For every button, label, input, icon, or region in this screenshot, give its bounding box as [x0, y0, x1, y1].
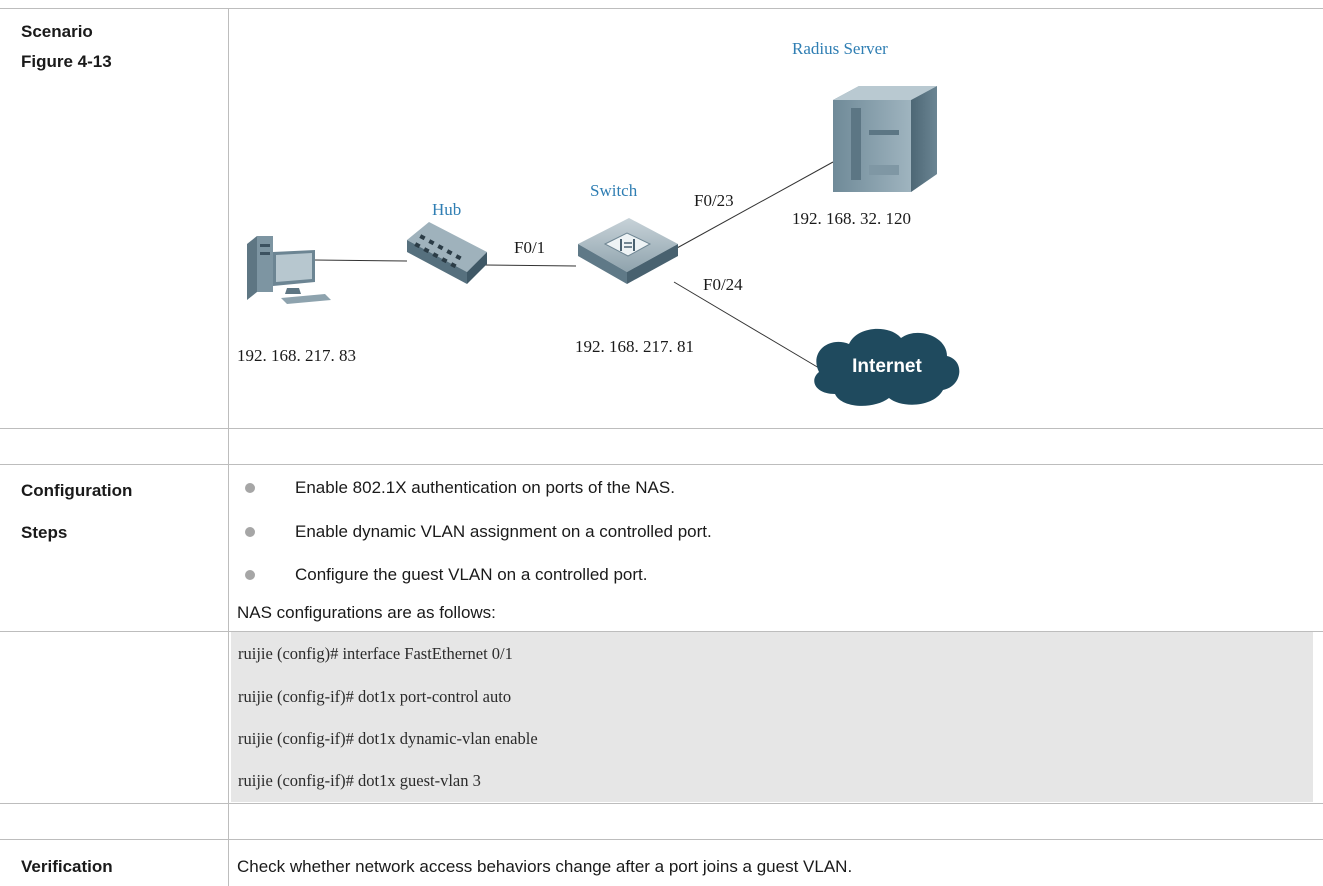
table-top-border [0, 8, 1323, 9]
step-text: Configure the guest VLAN on a controlled… [295, 565, 648, 584]
internet-label: Internet [852, 356, 922, 377]
pc-hub-link [313, 259, 408, 262]
hub-switch-link [484, 264, 577, 267]
verification-label: Verification [21, 857, 113, 876]
column-divider [228, 8, 229, 886]
scenario-label: Scenario [21, 22, 93, 41]
figure-label: Figure 4-13 [21, 52, 112, 71]
code-block [231, 632, 1313, 802]
code-line: ruijie (config-if)# dot1x port-control a… [238, 687, 512, 706]
configuration-label: Configuration [21, 481, 133, 500]
switch-label: Switch [590, 181, 638, 200]
pc-icon [247, 236, 331, 304]
step-item: Enable 802.1X authentication on ports of… [245, 473, 1245, 503]
row-divider [0, 839, 1323, 840]
switch-icon [578, 218, 678, 284]
step-item: Configure the guest VLAN on a controlled… [245, 560, 1245, 590]
port-f0-23-label: F0/23 [694, 191, 734, 210]
pc-ip: 192. 168. 217. 83 [237, 346, 356, 365]
network-topology-diagram: Internet Radius Server 192. 168. 32. 120… [237, 39, 960, 406]
code-line: ruijie (config)# interface FastEthernet … [238, 644, 513, 663]
row-divider [0, 631, 1323, 632]
code-line: ruijie (config-if)# dot1x dynamic-vlan e… [238, 729, 538, 748]
switch-internet-link [673, 281, 820, 369]
hub-label: Hub [432, 200, 461, 219]
server-icon [833, 86, 937, 192]
bullet-icon [245, 527, 255, 537]
switch-ip: 192. 168. 217. 81 [575, 337, 694, 356]
hub-icon [407, 222, 487, 284]
internet-cloud-icon: Internet [814, 328, 960, 406]
row-divider [0, 803, 1323, 804]
row-divider [0, 464, 1323, 465]
nas-config-note: NAS configurations are as follows: [237, 603, 496, 622]
internet-cloud [814, 328, 960, 406]
port-f0-1-label: F0/1 [514, 238, 545, 257]
verification-text: Check whether network access behaviors c… [237, 857, 853, 876]
step-text: Enable dynamic VLAN assignment on a cont… [295, 522, 712, 541]
radius-server-label: Radius Server [792, 39, 888, 58]
step-text: Enable 802.1X authentication on ports of… [295, 478, 675, 497]
switch-server-link [676, 161, 834, 249]
code-line: ruijie (config-if)# dot1x guest-vlan 3 [238, 771, 481, 790]
steps-label: Steps [21, 523, 68, 542]
port-f0-24-label: F0/24 [703, 275, 743, 294]
bullet-icon [245, 483, 255, 493]
step-item: Enable dynamic VLAN assignment on a cont… [245, 517, 1245, 547]
radius-server-ip: 192. 168. 32. 120 [792, 209, 911, 228]
row-divider [0, 428, 1323, 429]
bullet-icon [245, 570, 255, 580]
